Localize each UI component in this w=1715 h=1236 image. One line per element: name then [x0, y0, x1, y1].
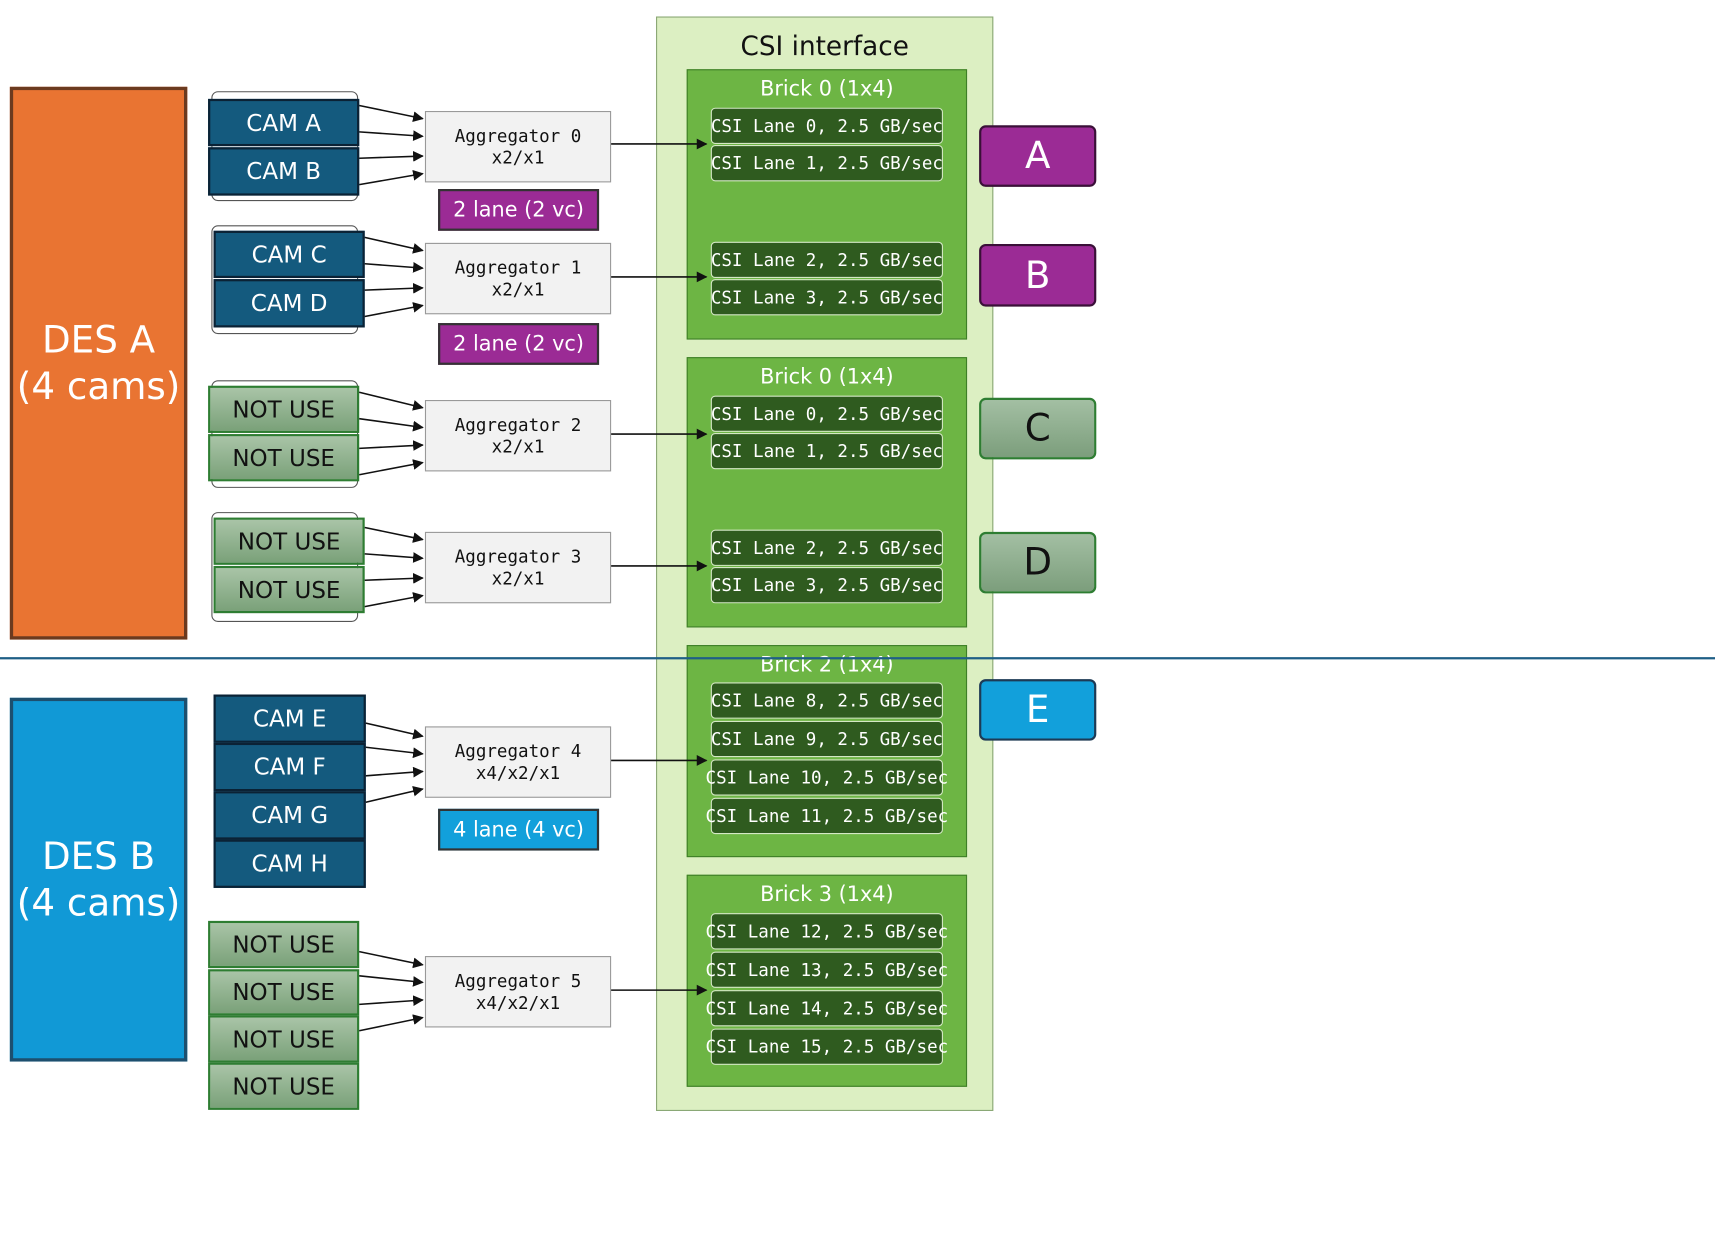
port-c: C: [979, 397, 1097, 460]
aggregator-name: Aggregator 0: [454, 124, 582, 146]
camera-slot: NOT USE: [208, 920, 360, 969]
camera-slot: NOT USE: [208, 1015, 360, 1063]
csi-lane: CSI Lane 15, 2.5 GB/sec: [706, 1028, 948, 1065]
camera-slot: NOT USE: [213, 517, 365, 565]
csi-lane: CSI Lane 11, 2.5 GB/sec: [706, 797, 948, 835]
des-subtitle: (4 cams): [16, 880, 181, 925]
des-name: DES A: [41, 318, 156, 363]
aggregator-name: Aggregator 4: [454, 740, 582, 761]
aggregator-1: Aggregator 1 x2/x1: [424, 242, 612, 315]
aggregator-name: Aggregator 1: [454, 256, 582, 278]
aggregator-name: Aggregator 3: [454, 545, 582, 567]
camera-slot: NOT USE: [208, 969, 360, 1016]
csi-lane: CSI Lane 1, 2.5 GB/sec: [710, 432, 943, 470]
csi-lane: CSI Lane 2, 2.5 GB/sec: [710, 241, 943, 279]
csi-lane: CSI Lane 13, 2.5 GB/sec: [706, 951, 948, 988]
aggregator-modes: x4/x2/x1: [475, 991, 561, 1013]
csi-lane: CSI Lane 3, 2.5 GB/sec: [710, 567, 943, 604]
csi-lane: CSI Lane 1, 2.5 GB/sec: [710, 145, 943, 182]
aggregator-modes: x2/x1: [491, 146, 545, 168]
aggregator-2: Aggregator 2 x2/x1: [424, 399, 612, 472]
lane-tag: 2 lane (2 vc): [438, 189, 600, 231]
camera-slot: NOT USE: [213, 565, 365, 614]
csi-lane: CSI Lane 9, 2.5 GB/sec: [710, 720, 943, 758]
csi-lane: CSI Lane 12, 2.5 GB/sec: [706, 913, 948, 950]
aggregator-modes: x2/x1: [491, 278, 545, 300]
camera-slot: CAM G: [213, 791, 366, 840]
brick-title: Brick 3 (1x4): [760, 882, 894, 907]
csi-lane: CSI Lane 14, 2.5 GB/sec: [706, 990, 948, 1027]
aggregator-modes: x2/x1: [491, 567, 545, 589]
aggregator-5: Aggregator 5 x4/x2/x1: [424, 956, 612, 1028]
aggregator-name: Aggregator 5: [454, 969, 582, 991]
brick-title: Brick 0 (1x4): [760, 364, 894, 390]
camera-slot: CAM E: [213, 694, 366, 743]
lane-tag: 4 lane (4 vc): [438, 808, 600, 851]
aggregator-modes: x4/x2/x1: [475, 762, 561, 783]
aggregator-3: Aggregator 3 x2/x1: [424, 531, 612, 604]
camera-slot: CAM A: [208, 98, 360, 147]
csi-lane: CSI Lane 8, 2.5 GB/sec: [710, 682, 943, 719]
camera-slot: NOT USE: [208, 434, 360, 482]
csi-lane: CSI Lane 0, 2.5 GB/sec: [710, 107, 943, 144]
brick-title: Brick 0 (1x4): [760, 76, 894, 102]
des-b-block: DES B (4 cams): [9, 697, 188, 1062]
aggregator-name: Aggregator 2: [454, 413, 582, 435]
camera-slot: NOT USE: [208, 385, 360, 433]
port-e: E: [979, 679, 1097, 741]
csi-lane: CSI Lane 3, 2.5 GB/sec: [710, 279, 943, 316]
csi-lane: CSI Lane 2, 2.5 GB/sec: [710, 529, 943, 566]
csi-lane: CSI Lane 0, 2.5 GB/sec: [710, 395, 943, 432]
lane-tag: 2 lane (2 vc): [438, 323, 600, 365]
camera-slot: CAM C: [213, 230, 365, 279]
des-a-block: DES A (4 cams): [9, 86, 188, 640]
aggregator-0: Aggregator 0 x2/x1: [424, 110, 612, 183]
port-a: A: [979, 125, 1097, 187]
aggregator-modes: x2/x1: [491, 435, 545, 457]
des-subtitle: (4 cams): [16, 364, 181, 409]
camera-slot: CAM F: [213, 742, 366, 792]
camera-slot: NOT USE: [208, 1062, 360, 1110]
brick-title: Brick 2 (1x4): [760, 652, 894, 677]
camera-slot: CAM B: [208, 147, 360, 196]
camera-slot: CAM H: [213, 839, 366, 888]
connection-lines: [0, 104, 1715, 1032]
des-name: DES B: [41, 834, 156, 879]
camera-slot: CAM D: [213, 279, 365, 328]
port-d: D: [979, 531, 1097, 594]
aggregator-4: Aggregator 4 x4/x2/x1: [424, 726, 612, 798]
csi-interface-title: CSI interface: [740, 30, 909, 62]
port-b: B: [979, 243, 1097, 307]
csi-lane: CSI Lane 10, 2.5 GB/sec: [706, 759, 948, 796]
